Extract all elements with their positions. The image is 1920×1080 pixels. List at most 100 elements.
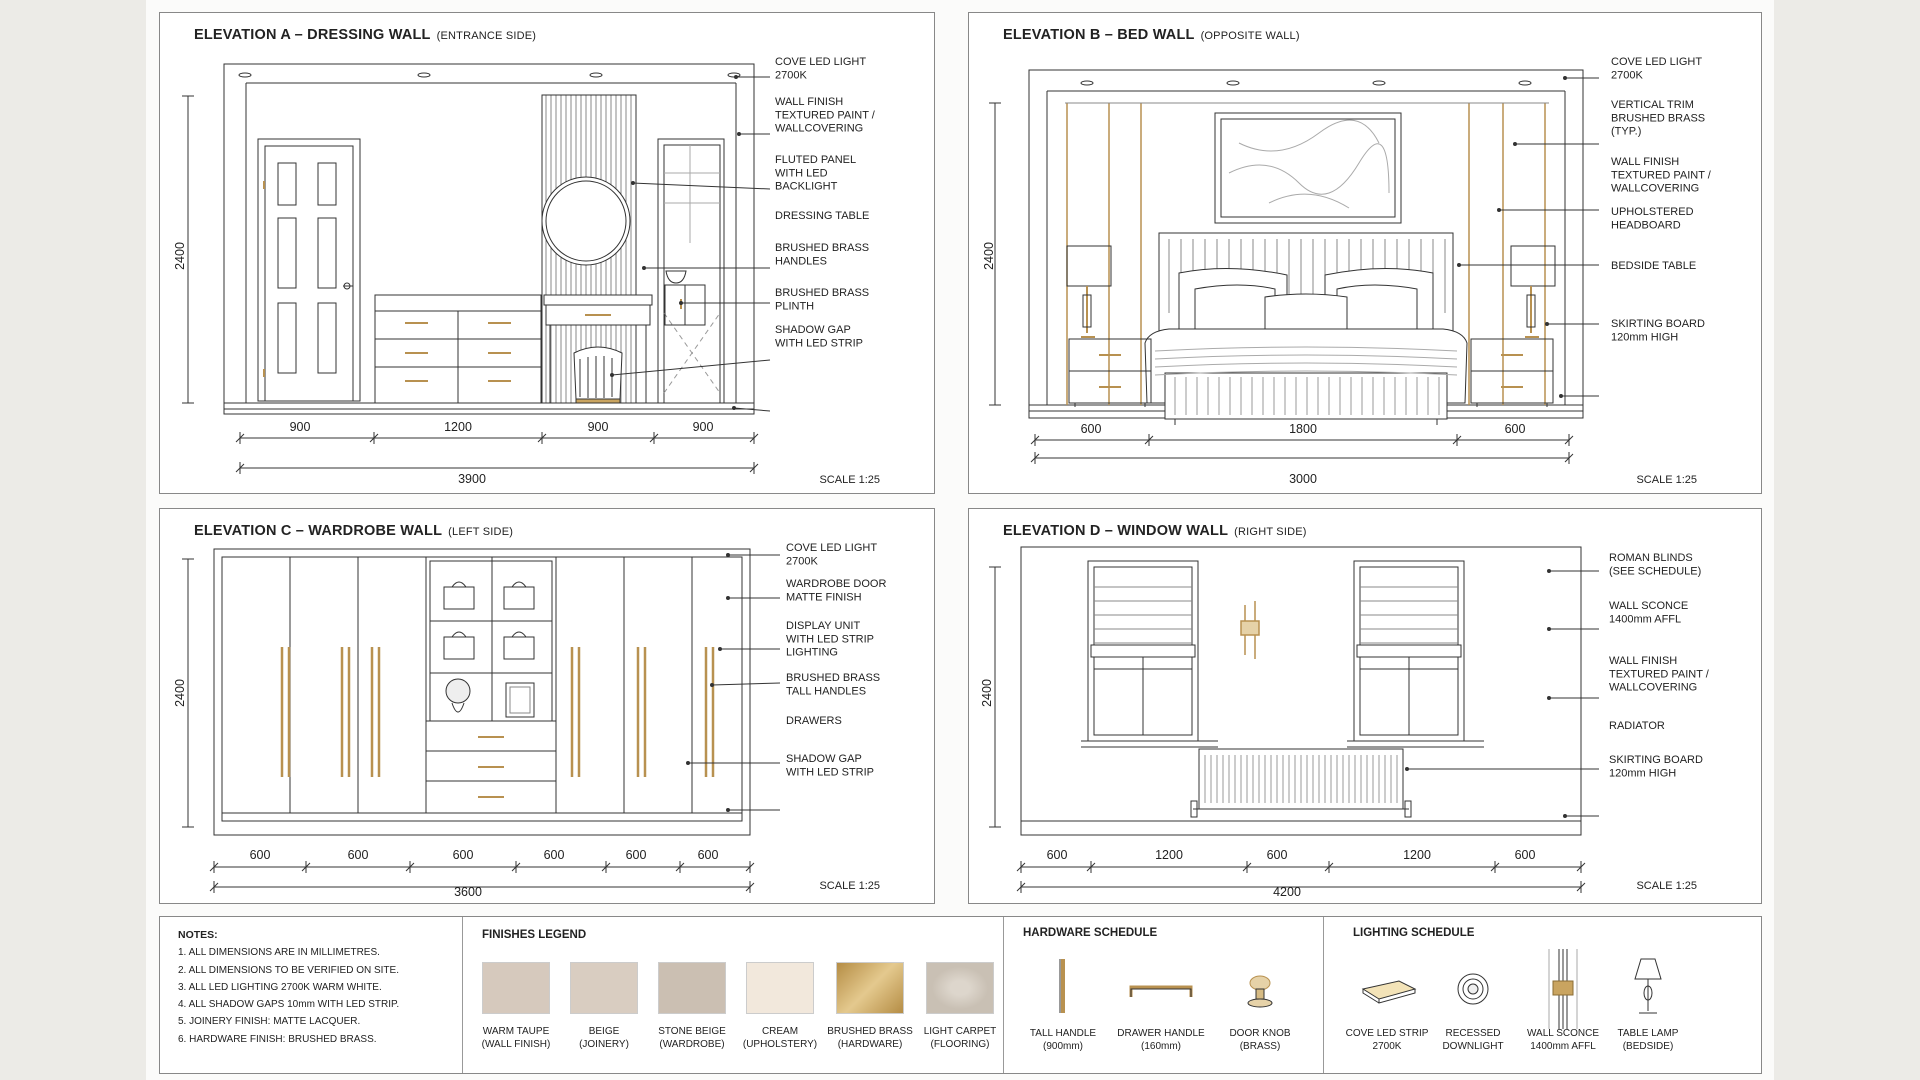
hardware-item: DRAWER HANDLE (160mm) (1111, 1027, 1211, 1053)
finish-swatch (482, 962, 550, 1014)
scale-label: SCALE 1:25 (819, 880, 880, 892)
elevation-c-subtitle: (LEFT SIDE) (448, 526, 514, 538)
callout-label: SKIRTING BOARD (1609, 754, 1703, 766)
note-item: 2. ALL DIMENSIONS TO BE VERIFIED ON SITE… (178, 964, 399, 976)
callout-label: HANDLES (775, 255, 827, 267)
callout-label: LIGHTING (786, 647, 838, 659)
note-item: 4. ALL SHADOW GAPS 10mm WITH LED STRIP. (178, 999, 400, 1011)
callout-label: (SEE SCHEDULE) (1609, 565, 1701, 577)
elevation-b-title: ELEVATION B – BED WALL(OPPOSITE WALL) (1003, 27, 1300, 43)
finish-name: WARM TAUPE (482, 1026, 550, 1037)
callout-label: WALLCOVERING (775, 123, 863, 135)
lighting-item: TABLE LAMP(BEDSIDE) (1598, 1027, 1698, 1053)
callout-label: HEADBOARD (1611, 219, 1681, 231)
bedside-table-left (1066, 245, 1152, 407)
elevation-a-drawing: 2400 900 1200 900 900 3900 SCALE 1:25 CO… (173, 56, 880, 486)
marble-artwork (1214, 112, 1402, 224)
callout-label: DISPLAY UNIT (786, 620, 860, 632)
svg-text:900: 900 (290, 420, 311, 434)
callout-label: MATTE FINISH (786, 591, 862, 603)
callout-label: WALL FINISH (775, 96, 843, 108)
callout-label: COVE LED LIGHT (786, 542, 877, 554)
callout-label: WALLCOVERING (1609, 682, 1697, 694)
svg-text:600: 600 (453, 848, 474, 862)
svg-text:600: 600 (1515, 848, 1536, 862)
elevation-b-drawing: 2400 600 1800 600 3000 SCALE 1:25 COVE L… (982, 56, 1712, 486)
callout-label: WALL FINISH (1609, 655, 1677, 667)
bedside-table-right (1470, 245, 1556, 407)
elevation-a-title: ELEVATION A – DRESSING WALL(ENTRANCE SID… (194, 27, 537, 43)
elevation-a-panel: ELEVATION A – DRESSING WALL(ENTRANCE SID… (159, 12, 935, 494)
elevation-a-subtitle: (ENTRANCE SIDE) (436, 30, 537, 42)
callout-label: (TYP.) (1611, 126, 1641, 138)
svg-text:1200: 1200 (1403, 848, 1431, 862)
finish-caption: STONE BEIGE(WARDROBE) (644, 1025, 740, 1051)
height-dimension: 2400 (982, 242, 996, 270)
elevation-b-panel: ELEVATION B – BED WALL(OPPOSITE WALL) (968, 12, 1762, 494)
finish-caption: BRUSHED BRASS(HARDWARE) (822, 1025, 918, 1051)
callout-label: COVE LED LIGHT (775, 56, 866, 68)
finish-swatch (926, 962, 994, 1014)
callout-label: PLINTH (775, 300, 814, 312)
hardware-item: DOOR KNOB (BRASS) (1210, 1027, 1310, 1053)
elevation-b-subtitle: (OPPOSITE WALL) (1200, 30, 1300, 42)
callout-label: TEXTURED PAINT / (1609, 668, 1710, 680)
callout-label: WALLCOVERING (1611, 183, 1699, 195)
callout-label: BRUSHED BRASS (775, 287, 869, 299)
lighting-note: 2700K (1372, 1041, 1402, 1052)
lighting-name: COVE LED STRIP (1345, 1028, 1429, 1039)
hardware-note: (160mm) (1140, 1041, 1181, 1052)
note-item: 6. HARDWARE FINISH: BRUSHED BRASS. (178, 1033, 377, 1045)
height-dimension: 2400 (173, 679, 187, 707)
scale-label: SCALE 1:25 (819, 474, 880, 486)
callout-label: DRAWERS (786, 715, 842, 727)
finishes-legend: FINISHES LEGEND WARM TAUPE(WALL FINISH)B… (462, 917, 1004, 1073)
callout-label: WALL SCONCE (1609, 600, 1688, 612)
callout-label: TALL HANDLES (786, 685, 866, 697)
elevation-c-title: ELEVATION C – WARDROBE WALL(LEFT SIDE) (194, 523, 514, 539)
callout-label: VERTICAL TRIM (1611, 99, 1694, 111)
elevation-d-panel: ELEVATION D – WINDOW WALL(RIGHT SIDE) (968, 508, 1762, 904)
finish-caption: WARM TAUPE(WALL FINISH) (468, 1025, 564, 1051)
finish-note: (JOINERY) (579, 1039, 629, 1050)
finish-name: BEIGE (588, 1026, 620, 1037)
callout-label: 1400mm AFFL (1609, 613, 1681, 625)
recessed-downlight-icon (1457, 973, 1489, 1005)
callout-label: 2700K (786, 555, 818, 567)
lighting-note: (BEDSIDE) (1622, 1041, 1674, 1052)
callout-label: RADIATOR (1609, 720, 1665, 732)
svg-text:600: 600 (626, 848, 647, 862)
callout-label: 2700K (775, 69, 807, 81)
drawing-sheet: ELEVATION A – DRESSING WALL(ENTRANCE SID… (146, 0, 1774, 1080)
lighting-icons (1361, 949, 1662, 1029)
finish-caption: BEIGE (JOINERY) (556, 1025, 652, 1051)
callout-label: BACKLIGHT (775, 181, 838, 193)
total-dimension: 3900 (458, 472, 486, 486)
svg-text:1200: 1200 (1155, 848, 1183, 862)
hardware-icons (1059, 959, 1273, 1013)
svg-text:600: 600 (698, 848, 719, 862)
callout-label: BRUSHED BRASS (786, 672, 880, 684)
note-item: 5. JOINERY FINISH: MATTE LACQUER. (178, 1016, 361, 1028)
elevation-d-drawing: 2400 600 1200 600 1200 600 4200 SCALE 1:… (980, 546, 1710, 899)
hardware-name: TALL HANDLE (1029, 1028, 1097, 1039)
scale-label: SCALE 1:25 (1636, 880, 1697, 892)
callout-label: SHADOW GAP (786, 753, 862, 765)
hardware-note: (BRASS) (1239, 1041, 1281, 1052)
svg-text:900: 900 (588, 420, 609, 434)
hardware-name: DRAWER HANDLE (1117, 1028, 1205, 1039)
callout-leaders (610, 75, 771, 412)
hardware-name: DOOR KNOB (1229, 1028, 1291, 1039)
lighting-name: RECESSED (1445, 1028, 1501, 1039)
elevation-d-title: ELEVATION D – WINDOW WALL(RIGHT SIDE) (1003, 523, 1307, 539)
downlight (238, 72, 252, 78)
stool (573, 346, 623, 404)
elevation-d-subtitle: (RIGHT SIDE) (1234, 526, 1307, 538)
svg-text:600: 600 (1047, 848, 1068, 862)
finish-name: STONE BEIGE (658, 1026, 726, 1037)
callout-label: WITH LED STRIP (775, 337, 863, 349)
svg-text:1200: 1200 (444, 420, 472, 434)
elevation-c-drawing: 2400 600 600 600 600 600 600 3600 SCALE … (173, 542, 886, 899)
